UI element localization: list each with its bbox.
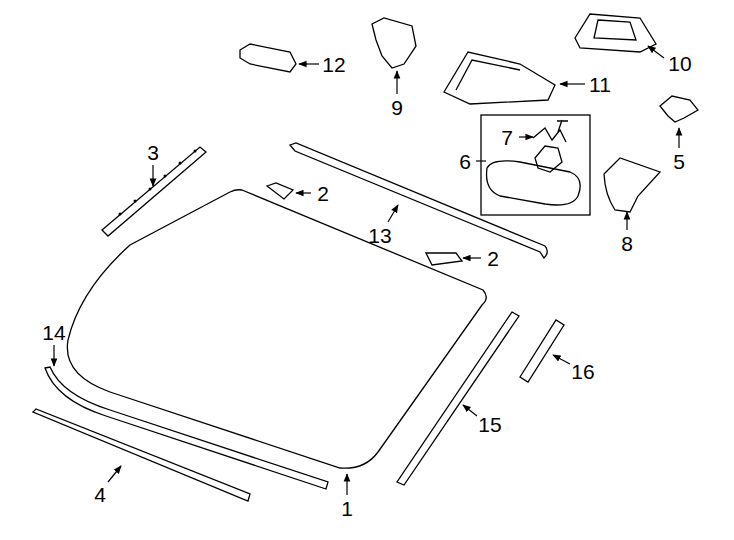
leader-line (476, 160, 486, 161)
pillar-strip (520, 320, 564, 382)
mirror-screw (557, 120, 568, 132)
bracket-part (660, 96, 698, 122)
callout-number: 5 (673, 151, 685, 172)
mirror-clip (533, 128, 566, 142)
mirror-mount (535, 146, 562, 172)
sensor-detail (594, 20, 636, 40)
callout-number: 11 (589, 74, 611, 95)
cover-part (604, 158, 660, 212)
cover-part (372, 18, 416, 68)
label-sticker (267, 183, 293, 199)
callout-number: 12 (322, 54, 345, 75)
callout-number: 10 (668, 53, 691, 74)
cover-detail (456, 60, 520, 90)
callout-number: 16 (571, 361, 594, 382)
callout-number: 2 (487, 248, 499, 269)
callout-number: 9 (391, 97, 403, 118)
callout-number: 3 (147, 142, 159, 163)
callout-number: 7 (501, 127, 513, 148)
callout-number: 4 (94, 484, 106, 505)
callout-number: 13 (368, 225, 391, 246)
sensor-housing (575, 14, 656, 52)
callout-number: 6 (459, 151, 471, 172)
rearview-mirror (487, 161, 581, 205)
side-molding (397, 312, 519, 485)
callout-number: 8 (621, 233, 633, 254)
lower-molding (33, 409, 250, 501)
callout-number: 1 (341, 498, 353, 519)
upper-molding (290, 143, 547, 258)
windshield-glass (67, 190, 486, 468)
mirror-box (481, 115, 590, 215)
callout-number: 2 (317, 183, 329, 204)
bracket-part (240, 44, 296, 72)
lower-seal (45, 367, 328, 489)
callout-number: 14 (42, 322, 65, 343)
cover-part (444, 52, 555, 104)
label-sticker (426, 253, 462, 265)
callout-number: 15 (478, 414, 501, 435)
leader-lines (54, 46, 679, 495)
